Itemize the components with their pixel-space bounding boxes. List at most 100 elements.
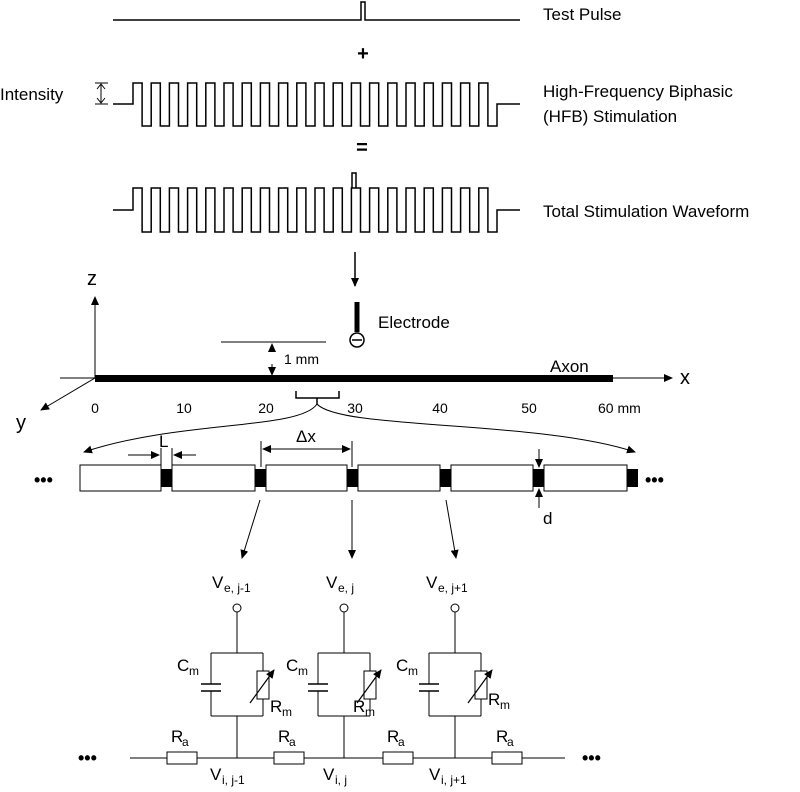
svg-text:e, j+1: e, j+1 bbox=[438, 581, 468, 595]
node-of-ranvier bbox=[255, 469, 266, 487]
axon-label: Axon bbox=[550, 357, 589, 376]
svg-text:V: V bbox=[210, 765, 222, 784]
intensity-marker bbox=[95, 82, 108, 105]
left-ellipsis: ••• bbox=[34, 470, 53, 490]
node-to-circuit-arrow bbox=[240, 499, 261, 559]
tick-label: 40 bbox=[432, 400, 448, 416]
hfb-label-line1: High-Frequency Biphasic bbox=[543, 82, 733, 101]
right-ellipsis: ••• bbox=[645, 470, 664, 490]
x-axis-label: x bbox=[680, 367, 690, 389]
svg-text:R: R bbox=[278, 727, 290, 746]
z-axis-label: z bbox=[87, 268, 97, 290]
internode bbox=[450, 464, 534, 492]
internode-dimension bbox=[260, 441, 353, 467]
zoom-bracket bbox=[295, 391, 340, 404]
axial-resistor: Ra bbox=[273, 727, 305, 765]
intensity-label: Intensity bbox=[0, 85, 64, 104]
circuit-right-ellipsis: ••• bbox=[582, 748, 601, 768]
svg-text:R: R bbox=[496, 727, 508, 746]
svg-text:V: V bbox=[212, 573, 224, 592]
tick-label: 50 bbox=[521, 400, 537, 416]
electrode bbox=[349, 302, 365, 348]
svg-text:m: m bbox=[282, 705, 292, 719]
svg-text:R: R bbox=[488, 690, 500, 709]
equals-sign: = bbox=[356, 137, 368, 159]
axial-resistor: Ra bbox=[166, 727, 198, 765]
node-of-ranvier bbox=[627, 469, 638, 487]
electrode-label: Electrode bbox=[378, 313, 450, 332]
tick-label: 0 bbox=[91, 400, 99, 416]
tick-label: 20 bbox=[258, 400, 274, 416]
node-length-label: L bbox=[159, 432, 168, 451]
tick-label: 30 bbox=[347, 400, 363, 416]
internode bbox=[357, 464, 441, 492]
internode bbox=[171, 464, 256, 492]
svg-text:m: m bbox=[189, 664, 199, 678]
svg-text:m: m bbox=[365, 705, 375, 719]
node-of-ranvier bbox=[347, 469, 358, 487]
svg-text:R: R bbox=[171, 727, 183, 746]
svg-text:i, j: i, j bbox=[335, 773, 347, 787]
internode-label: Δx bbox=[296, 427, 316, 446]
node-of-ranvier bbox=[161, 469, 172, 487]
svg-text:m: m bbox=[500, 698, 510, 712]
svg-text:e, j: e, j bbox=[338, 581, 354, 595]
internode bbox=[543, 464, 628, 492]
tick-labels: 0 10 20 30 40 50 60 mm bbox=[91, 400, 641, 416]
svg-text:i, j+1: i, j+1 bbox=[441, 773, 467, 787]
svg-text:a: a bbox=[289, 735, 296, 749]
node-of-ranvier bbox=[533, 469, 544, 487]
y-axis bbox=[40, 377, 96, 411]
test-pulse-waveform bbox=[113, 1, 520, 21]
svg-text:m: m bbox=[298, 664, 308, 678]
zoom-arrow-right bbox=[316, 403, 636, 454]
axon-segment-chain: ••• ••• bbox=[34, 464, 664, 492]
axon bbox=[95, 375, 613, 382]
y-axis-label: y bbox=[16, 412, 26, 434]
internode bbox=[79, 464, 162, 492]
tick-label: 10 bbox=[176, 400, 192, 416]
internode bbox=[265, 464, 348, 492]
circuit-left-ellipsis: ••• bbox=[78, 748, 97, 768]
svg-text:R: R bbox=[270, 697, 282, 716]
distance-label: 1 mm bbox=[284, 351, 319, 367]
node-length-dimension bbox=[128, 448, 196, 467]
node-to-circuit-arrow bbox=[445, 499, 459, 559]
svg-text:a: a bbox=[398, 735, 405, 749]
svg-text:i, j-1: i, j-1 bbox=[222, 773, 245, 787]
svg-text:m: m bbox=[408, 664, 418, 678]
tick-label: 60 mm bbox=[598, 400, 641, 416]
svg-text:a: a bbox=[507, 735, 514, 749]
svg-text:V: V bbox=[429, 765, 441, 784]
hfb-waveform bbox=[113, 82, 520, 127]
svg-text:e, j-1: e, j-1 bbox=[224, 581, 251, 595]
node-of-ranvier bbox=[440, 469, 451, 487]
svg-text:C: C bbox=[396, 656, 408, 675]
plus-sign: + bbox=[357, 43, 369, 65]
hfb-label-line2: (HFB) Stimulation bbox=[543, 107, 677, 126]
svg-text:C: C bbox=[286, 656, 298, 675]
svg-text:V: V bbox=[426, 573, 438, 592]
zoom-arrow-left bbox=[83, 403, 318, 454]
total-waveform bbox=[113, 187, 520, 233]
svg-text:R: R bbox=[353, 697, 365, 716]
svg-text:V: V bbox=[323, 765, 335, 784]
svg-text:V: V bbox=[326, 573, 338, 592]
diameter-label: d bbox=[543, 509, 552, 528]
test-pulse-in-total bbox=[351, 172, 357, 188]
total-label: Total Stimulation Waveform bbox=[543, 202, 749, 221]
axial-resistor: Ra bbox=[382, 727, 414, 765]
svg-text:R: R bbox=[387, 727, 399, 746]
test-pulse-label: Test Pulse bbox=[543, 5, 621, 24]
svg-text:C: C bbox=[177, 656, 189, 675]
